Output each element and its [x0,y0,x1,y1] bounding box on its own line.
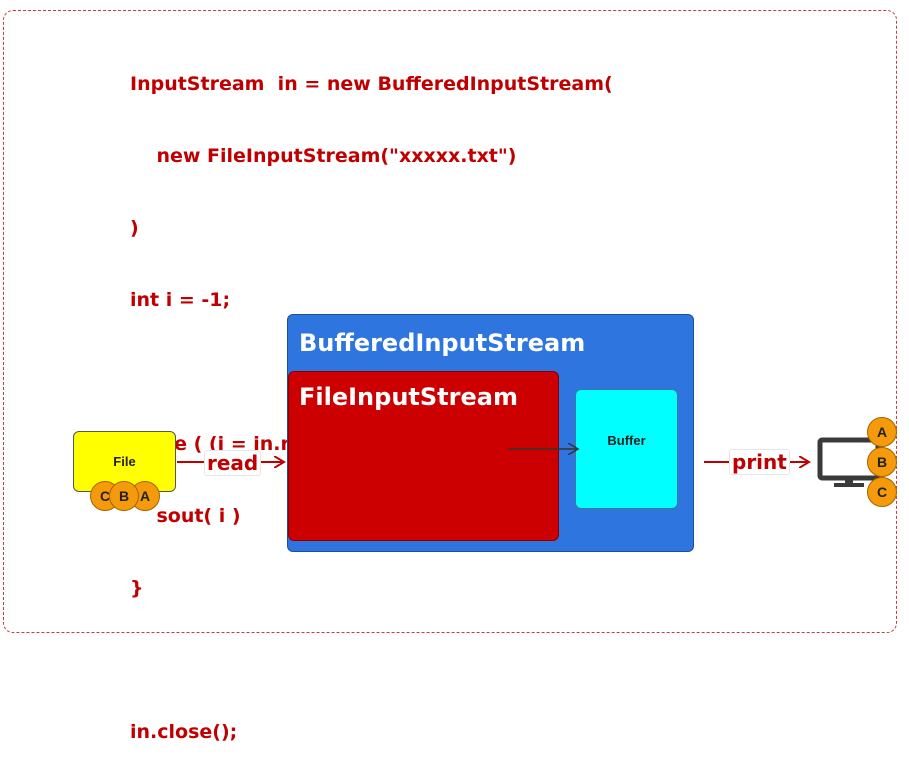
read-label: read [204,450,262,476]
buffered-input-stream-label: BufferedInputStream [299,329,586,357]
output-byte-c: C [867,477,897,507]
output-byte-b: B [867,447,897,477]
print-label: print [729,449,790,475]
buffer-box: Buffer [575,389,678,509]
file-input-stream-box [288,371,559,541]
code-line [130,648,613,672]
buffer-label: Buffer [607,432,646,448]
code-line: sout( i ) [130,505,241,527]
code-line: InputStream in = new BufferedInputStream… [130,73,613,95]
file-label: File [113,454,136,469]
diagram-frame [3,10,897,633]
code-line: in.close(); [130,721,238,743]
connector-lines [177,437,881,487]
file-byte-b: B [109,481,139,511]
code-line: ) [130,217,139,239]
code-line: new FileInputStream("xxxxx.txt") [130,145,517,167]
code-block: InputStream in = new BufferedInputStream… [130,24,613,768]
output-byte-a: A [867,417,897,447]
code-line: } [130,577,144,599]
code-line: int i = -1; [130,289,231,311]
file-input-stream-label: FileInputStream [299,383,518,411]
